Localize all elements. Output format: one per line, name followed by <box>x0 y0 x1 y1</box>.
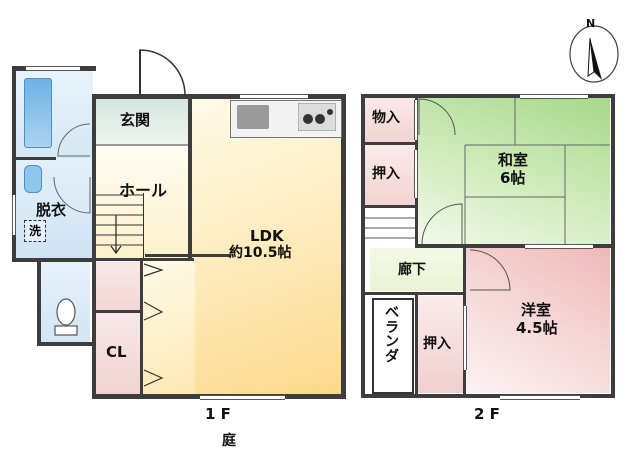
bath-door <box>57 123 91 157</box>
ldk-size-label: 約10.5帖 <box>229 245 292 261</box>
wall <box>92 94 96 399</box>
wall <box>145 254 230 257</box>
tatami-lines <box>464 97 610 245</box>
entrance-door <box>139 49 186 96</box>
veranda-room <box>370 296 414 393</box>
floor-2-label: 2 F <box>474 405 500 423</box>
rouka-label: 廊下 <box>398 262 426 278</box>
wall <box>96 258 194 261</box>
wall <box>341 94 346 399</box>
oshiire-2-room <box>418 296 463 393</box>
window <box>414 100 418 140</box>
hall-room <box>95 145 188 258</box>
window <box>12 195 16 235</box>
youshitsu-door <box>469 249 511 291</box>
washitsu-door <box>421 203 463 245</box>
window <box>200 395 285 400</box>
wall <box>415 295 418 395</box>
genkan-room <box>95 97 188 145</box>
wall <box>365 292 465 295</box>
window <box>26 66 80 71</box>
floor-1-plan: 玄関 ホール 脱衣 洗 LDK 約10.5帖 CL 1 F 庭 <box>12 49 346 449</box>
wall <box>361 94 365 398</box>
rouka-room <box>370 248 463 291</box>
datsui-door <box>53 176 91 214</box>
window <box>525 244 593 249</box>
floor-2-plan: 物入 押入 和室 6帖 廊下 ベランダ 押入 洋室 4.5帖 2 F <box>350 0 630 460</box>
hall-label: ホール <box>119 181 168 200</box>
veranda-frame <box>372 298 414 394</box>
youshitsu-room <box>465 248 610 393</box>
oshiire-2-label: 押入 <box>423 336 451 352</box>
wall <box>12 66 16 262</box>
stove-icon <box>298 103 336 131</box>
stair-void <box>365 217 415 239</box>
garden-label: 庭 <box>222 433 236 449</box>
cl-label: CL <box>106 343 127 361</box>
floor-1-label: 1 F <box>205 405 231 423</box>
cl-doors <box>143 263 164 387</box>
monoire-label: 物入 <box>372 110 400 126</box>
washitsu-size-label: 6帖 <box>500 169 526 187</box>
wall <box>361 394 615 398</box>
compass: N <box>566 14 622 84</box>
wall <box>96 310 140 313</box>
storage-upper <box>95 262 140 310</box>
wall <box>37 342 96 346</box>
wall <box>361 94 615 98</box>
staircase <box>96 193 144 258</box>
wash-label: 洗 <box>24 220 46 242</box>
window <box>500 395 580 400</box>
wall <box>365 142 415 145</box>
wall <box>16 157 56 160</box>
wall <box>365 205 415 208</box>
wall <box>37 258 41 346</box>
wall <box>415 244 615 248</box>
toilet-icon <box>54 298 78 336</box>
wall <box>12 258 96 262</box>
oshiire-1-room <box>365 145 415 205</box>
window <box>520 94 588 99</box>
washitsu-name-label: 和室 <box>498 151 529 169</box>
washbasin-icon <box>24 165 42 193</box>
datsui-label: 脱衣 <box>36 201 67 219</box>
monoire-room <box>365 97 415 142</box>
north-arrow-icon <box>569 25 619 83</box>
veranda-label: ベランダ <box>385 305 399 366</box>
wall <box>188 97 192 260</box>
ldk-room <box>192 97 342 395</box>
monoire-door <box>418 98 456 136</box>
window <box>240 94 308 99</box>
window <box>463 306 467 370</box>
cl-room <box>95 312 140 395</box>
genkan-label: 玄関 <box>120 111 151 129</box>
youshitsu-size-label: 4.5帖 <box>516 319 558 337</box>
compass-letter: N <box>586 17 596 30</box>
wall <box>140 258 143 395</box>
ldk-name-label: LDK <box>250 227 284 245</box>
wall <box>92 94 346 99</box>
window <box>414 150 418 198</box>
wall <box>96 144 188 146</box>
youshitsu-name-label: 洋室 <box>521 301 552 319</box>
oshiire-1-label: 押入 <box>372 166 400 182</box>
washitsu-room <box>415 97 610 245</box>
bathtub-icon <box>24 78 52 148</box>
sink-icon <box>237 105 269 129</box>
